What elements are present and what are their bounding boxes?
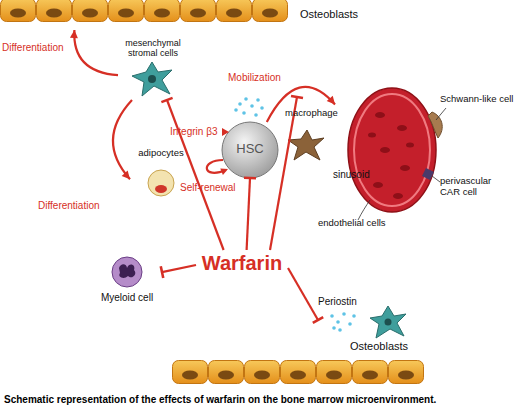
effect-connector bbox=[113, 100, 132, 179]
osteoblast-cell bbox=[173, 361, 208, 384]
cell-nucleus bbox=[385, 319, 392, 326]
inhibition-bar bbox=[291, 96, 303, 98]
osteoblast-band bbox=[173, 361, 424, 384]
connector-line bbox=[74, 30, 118, 75]
osteoblast-cell bbox=[145, 0, 180, 22]
leader-line bbox=[358, 200, 370, 220]
osteoblast-cell bbox=[253, 0, 288, 22]
callout-label: Integrin β3 bbox=[170, 126, 226, 138]
osteoblast-cell bbox=[1, 0, 36, 22]
effect-connector bbox=[70, 30, 118, 75]
inhibition-bar bbox=[244, 176, 256, 179]
inhibition-bar bbox=[313, 317, 323, 323]
macrophage-cell bbox=[288, 130, 324, 160]
inhibition-bar bbox=[161, 266, 163, 278]
arrow-head bbox=[122, 171, 130, 180]
callout-label: Schwann-like cell bbox=[440, 94, 520, 105]
figure-caption: Schematic representation of the effects … bbox=[4, 394, 518, 406]
effect-connector bbox=[288, 268, 323, 323]
cell-nucleus bbox=[148, 75, 156, 83]
osteoblast-cell bbox=[389, 361, 424, 384]
cell-label: HSC bbox=[222, 142, 278, 157]
effect-connector bbox=[244, 178, 256, 250]
loop-arrowhead bbox=[220, 169, 228, 175]
connector-line bbox=[288, 268, 318, 320]
connector-line bbox=[267, 87, 335, 122]
cell-label: mesenchymal stromal cells bbox=[118, 38, 188, 59]
callout-label: endothelial cells bbox=[318, 218, 398, 229]
callout-label: perivascular CAR cell bbox=[440, 176, 502, 198]
osteoblast-cell bbox=[209, 361, 244, 384]
stromal-cell bbox=[370, 306, 406, 338]
ligand-dots bbox=[330, 312, 356, 332]
leader-line bbox=[432, 176, 440, 182]
edge-label: Differentiation bbox=[38, 200, 100, 212]
blood-cells bbox=[368, 112, 414, 199]
callout-label: Self-renewal bbox=[180, 182, 244, 194]
edge-label: Differentiation bbox=[2, 42, 64, 54]
effect-connector bbox=[161, 265, 196, 278]
stromal-cell bbox=[132, 62, 172, 96]
schwann-cell bbox=[428, 112, 442, 138]
cell-node: Osteoblasts bbox=[170, 338, 425, 386]
connector-line bbox=[167, 100, 224, 250]
osteoblast-cell bbox=[109, 0, 144, 22]
cell-label: Periostin bbox=[318, 296, 378, 308]
osteoblast-cell bbox=[317, 361, 352, 384]
cell-label: Myeloid cell bbox=[92, 292, 162, 304]
cell-nucleus bbox=[119, 264, 135, 278]
cell-node: Warfarin bbox=[196, 250, 288, 280]
cell-label: sinusoid bbox=[333, 169, 383, 181]
cell-node: Osteoblasts bbox=[0, 0, 372, 30]
edge-label: Mobilization bbox=[228, 72, 281, 84]
car-cell bbox=[422, 168, 434, 180]
osteoblast-cell bbox=[281, 361, 316, 384]
cell-label: Osteoblasts bbox=[350, 340, 422, 353]
cell-label: adipocytes bbox=[130, 148, 192, 159]
inhibition-line bbox=[270, 97, 297, 250]
ligand-dots bbox=[234, 97, 264, 117]
effect-connector bbox=[161, 98, 223, 250]
endothelial-lining bbox=[354, 94, 430, 206]
myeloid-cell bbox=[112, 257, 142, 287]
cell-node: Periostin bbox=[318, 296, 408, 344]
cell-label: Warfarin bbox=[196, 252, 288, 275]
osteoblast-cell bbox=[181, 0, 216, 22]
osteoblast-band bbox=[1, 0, 288, 22]
cell-label: Osteoblasts bbox=[300, 8, 372, 21]
cell-label: macrophage bbox=[285, 108, 339, 119]
cell-node: HSC bbox=[222, 122, 278, 178]
integrin-arrowhead bbox=[222, 128, 229, 136]
arrow-head bbox=[327, 96, 335, 105]
adipocyte-cell bbox=[148, 170, 174, 196]
hsc-cell bbox=[222, 122, 278, 178]
sinusoid-vessel bbox=[348, 88, 436, 212]
cell-node: macrophage bbox=[285, 108, 339, 164]
osteoblast-cell bbox=[217, 0, 252, 22]
cell-node: Myeloid cell bbox=[92, 256, 162, 310]
osteoblast-cell bbox=[73, 0, 108, 22]
osteoblast-cell bbox=[353, 361, 388, 384]
leader-line bbox=[436, 108, 446, 120]
connector-line bbox=[162, 265, 196, 272]
arrow-head bbox=[70, 30, 78, 38]
connector-line bbox=[113, 100, 132, 179]
inhibition-bar bbox=[161, 98, 172, 102]
cell-node: mesenchymal stromal cells bbox=[118, 38, 188, 100]
connector-line bbox=[247, 178, 250, 250]
osteoblast-cell bbox=[37, 0, 72, 22]
effect-connector bbox=[267, 87, 335, 122]
cell-node: sinusoid bbox=[335, 85, 445, 215]
osteoblast-cell bbox=[245, 361, 280, 384]
lipid-droplet bbox=[155, 185, 167, 193]
